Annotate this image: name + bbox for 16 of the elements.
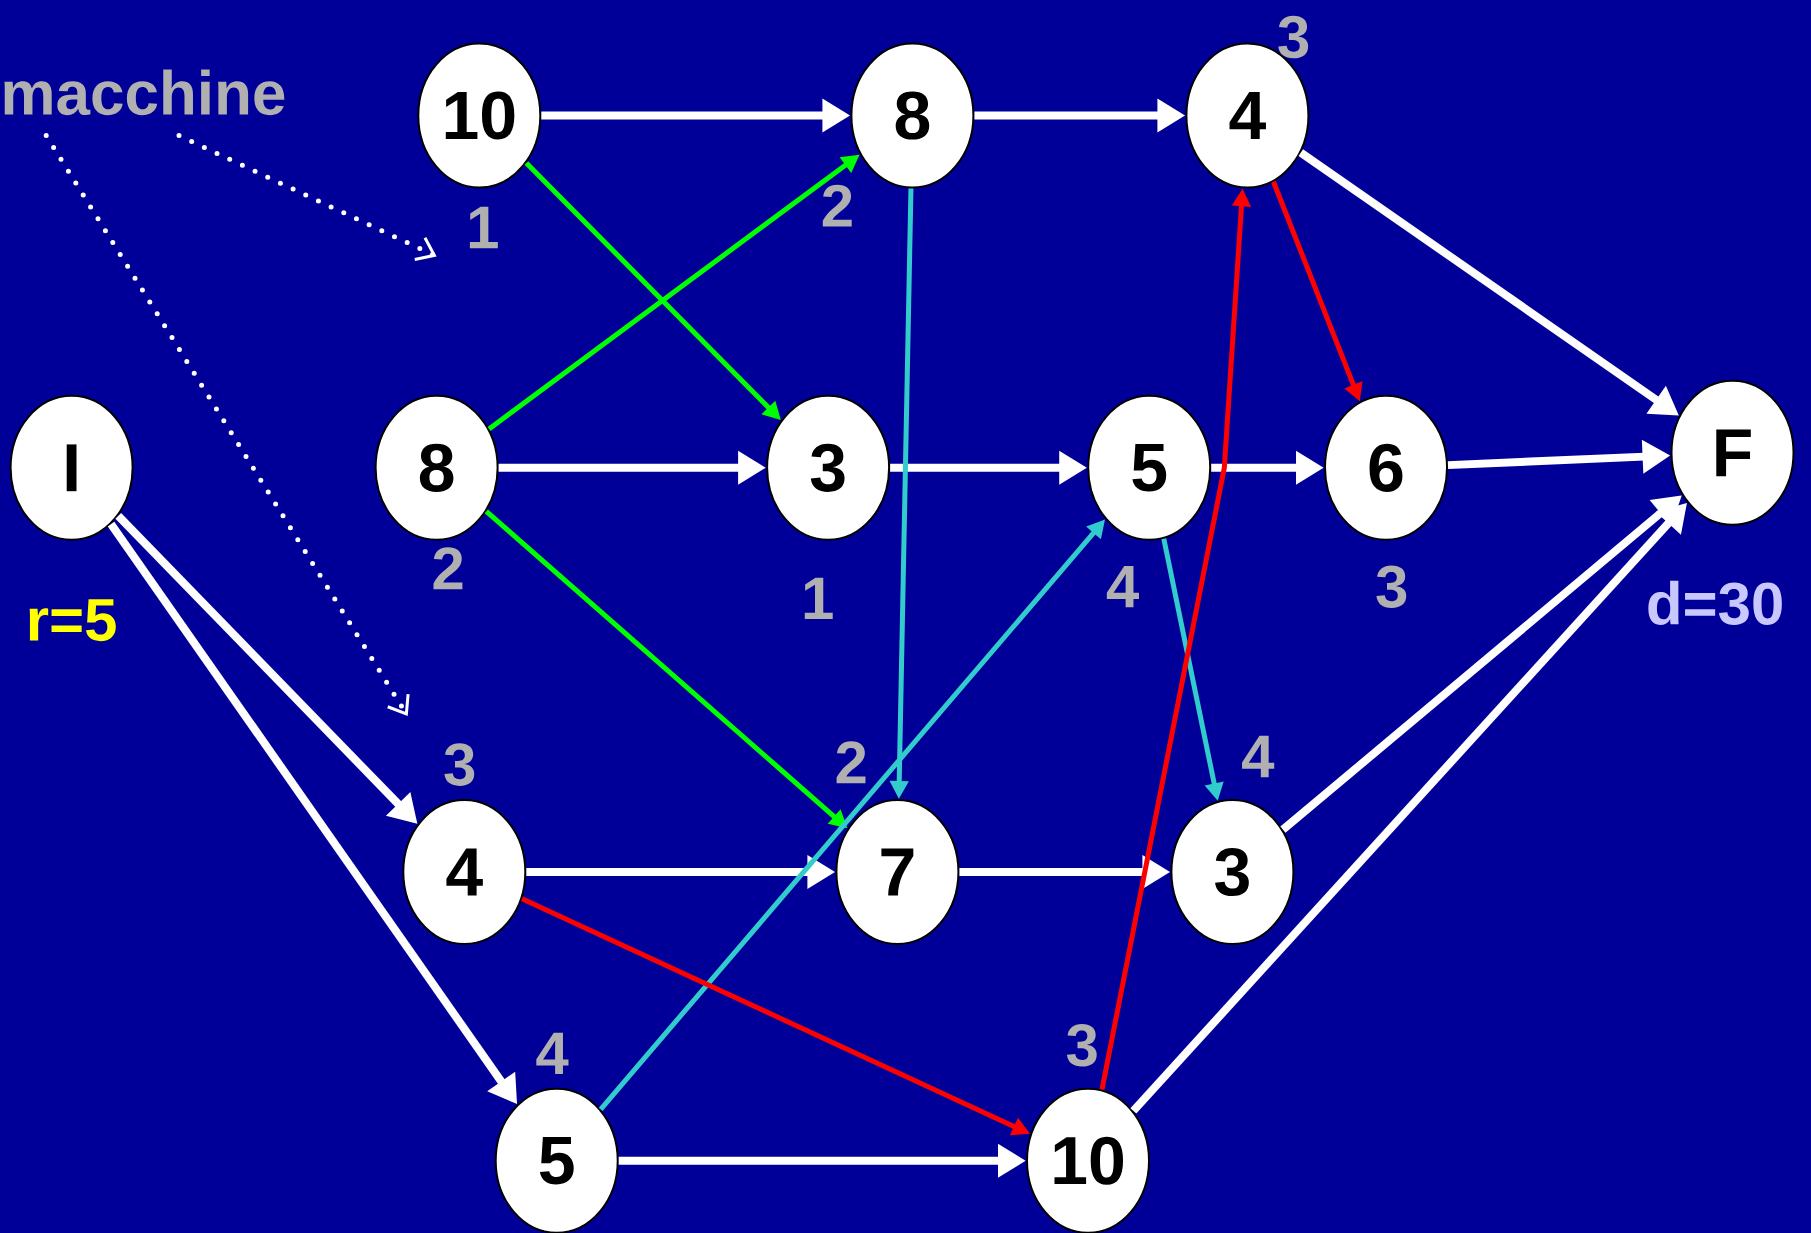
node-caption: 2 [822,184,852,227]
arrow [43,133,410,717]
node-caption: r=5 [29,599,116,642]
node-caption: 3 [444,743,475,786]
node-caption: 2 [433,547,463,590]
node-caption: 2 [836,741,866,784]
node-caption: d=30 [1648,580,1782,625]
node-caption: 3 [1066,1024,1097,1067]
label-text: macchine [4,69,285,116]
node-caption: 4 [1242,735,1275,778]
node-caption: 4 [1106,566,1139,608]
arrow [176,133,437,261]
node-caption: 4 [536,1032,569,1074]
node-caption: 3 [1376,565,1407,608]
node-caption: 1 [469,206,498,249]
node-caption: 1 [804,577,833,619]
